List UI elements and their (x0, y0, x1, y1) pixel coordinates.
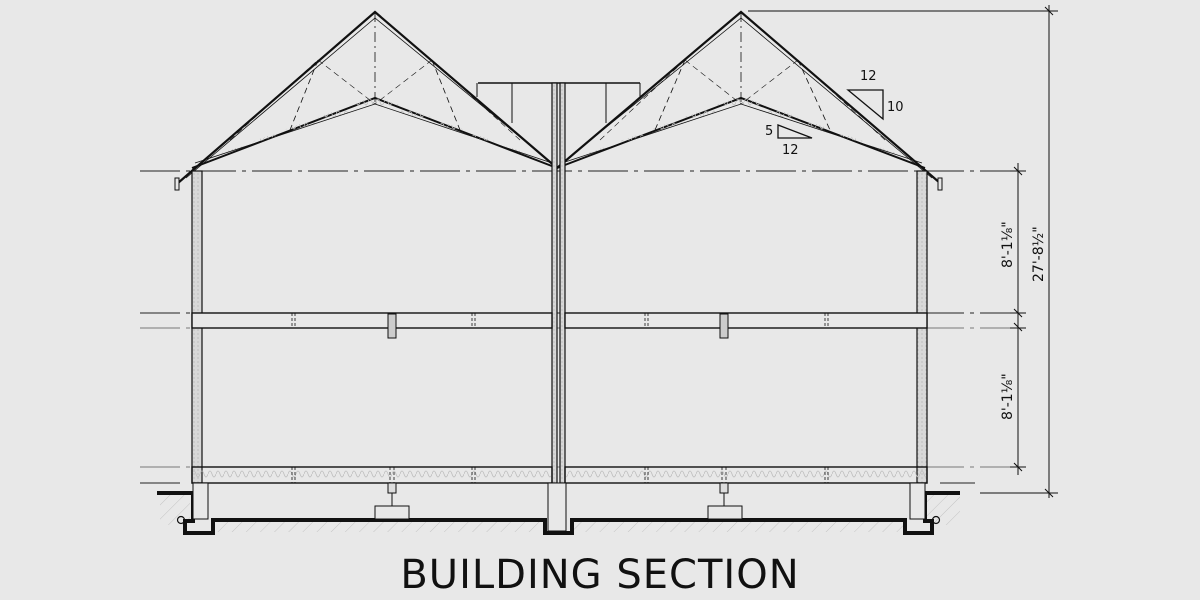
pitch-symbol-main (846, 89, 884, 121)
second-floor (191, 312, 928, 339)
ground-hatch (160, 495, 960, 532)
foundation (157, 482, 960, 535)
drawing-title: BUILDING SECTION (400, 552, 800, 598)
pitch-symbol-ceiling (777, 124, 813, 139)
pitch-main-rise: 10 (887, 100, 904, 115)
pitch-main-run: 12 (860, 69, 877, 84)
first-floor (191, 466, 928, 484)
dim-overall: 27'-8½" (1031, 226, 1047, 282)
pitch-ceiling-run: 12 (782, 143, 799, 158)
walls (191, 82, 928, 484)
dimension-lines (748, 5, 1058, 498)
roof-left (174, 10, 558, 191)
dim-lower-floor: 8'-1⅛" (1000, 373, 1016, 420)
valley-truss (476, 82, 641, 123)
dim-upper-floor: 8'-1⅛" (1000, 221, 1016, 268)
pitch-ceiling-rise: 5 (765, 124, 773, 139)
beam-hanger-left (387, 313, 397, 339)
beam-hanger-right (719, 313, 729, 339)
roof-right (556, 10, 943, 191)
wall-center-a (551, 82, 558, 484)
wall-center-b (559, 82, 566, 484)
